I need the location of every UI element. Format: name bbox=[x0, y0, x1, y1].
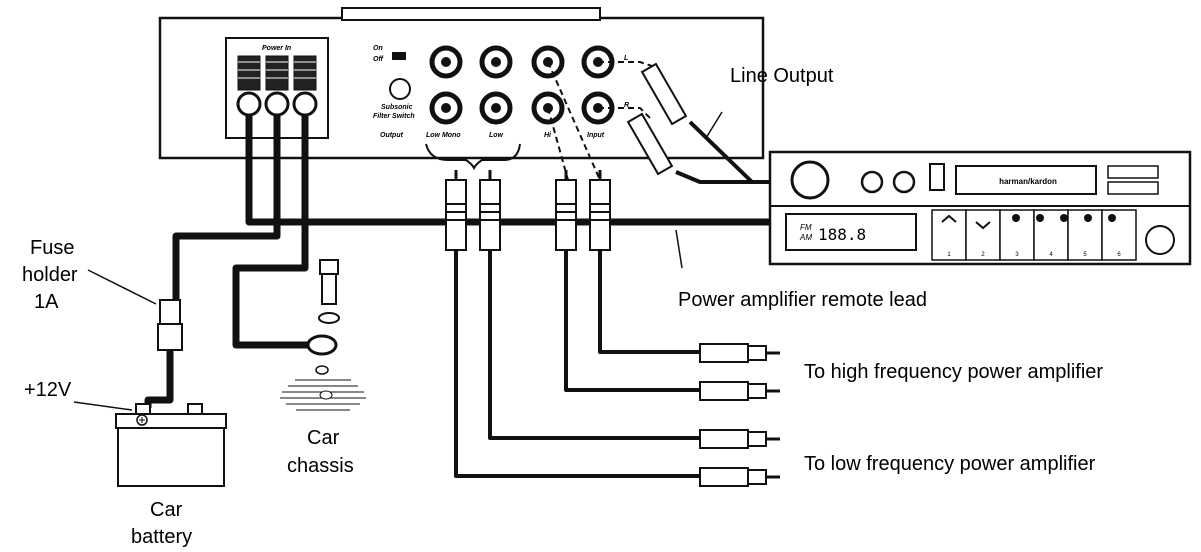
preset-6: 6 bbox=[1117, 252, 1121, 258]
battery-label-2: battery bbox=[131, 526, 192, 548]
fuse-label-1: Fuse bbox=[30, 237, 74, 259]
input-label: Input bbox=[587, 132, 605, 139]
power-in-label: Power In bbox=[262, 45, 291, 52]
chassis-label-1: Car bbox=[307, 427, 340, 449]
preset-3: 3 bbox=[1015, 252, 1019, 258]
rca-plugs bbox=[445, 170, 611, 251]
hi-label: Hi bbox=[544, 132, 552, 139]
input-r-line bbox=[598, 107, 651, 119]
line-output-label: Line Output bbox=[730, 65, 834, 87]
input-l-line bbox=[598, 61, 653, 67]
off-label: Off bbox=[373, 56, 384, 63]
frequency-display: 188.8 bbox=[818, 225, 866, 244]
preset-buttons: 1 2 3 4 5 6 bbox=[931, 209, 1175, 261]
signal-cables bbox=[454, 250, 700, 478]
car-battery bbox=[73, 401, 227, 487]
hi-signal-line-2 bbox=[547, 107, 569, 181]
output-bracket bbox=[425, 143, 521, 171]
low-label: Low bbox=[489, 132, 504, 139]
to-high-label: To high frequency power amplifier bbox=[804, 361, 1103, 383]
remote-lead-label: Power amplifier remote lead bbox=[678, 289, 927, 311]
cassette-slot bbox=[955, 165, 1097, 195]
skip-button[interactable] bbox=[1107, 181, 1159, 195]
preset-2: 2 bbox=[981, 252, 985, 258]
fuse-label-3: 1A bbox=[34, 291, 59, 313]
subsonic-label-1: Subsonic bbox=[381, 104, 413, 111]
band-fm: FM bbox=[800, 223, 812, 232]
hi-signal-line bbox=[547, 61, 601, 181]
terminal-screws bbox=[236, 55, 318, 117]
subsonic-label-2: Filter Switch bbox=[373, 113, 415, 120]
subsonic-filter-switch[interactable] bbox=[389, 78, 411, 100]
plus12v-label: +12V bbox=[24, 379, 72, 401]
preset-4: 4 bbox=[1049, 252, 1053, 258]
preset-5: 5 bbox=[1083, 252, 1087, 258]
volume-knob[interactable] bbox=[790, 160, 830, 200]
lcd-display bbox=[785, 213, 917, 251]
line-output-cables bbox=[626, 62, 770, 184]
fuse-label-2: holder bbox=[22, 264, 78, 286]
tone-knob-2[interactable] bbox=[892, 170, 916, 194]
to-low-label: To low frequency power amplifier bbox=[804, 453, 1096, 475]
band-am: AM bbox=[799, 233, 812, 242]
preset-1: 1 bbox=[947, 252, 951, 258]
brand-label: harman/kardon bbox=[999, 177, 1057, 186]
on-label: On bbox=[373, 45, 383, 52]
low-mono-label: Low Mono bbox=[426, 132, 461, 139]
car-radio: harman/kardon FM AM 188.8 1 2 3 4 5 6 bbox=[768, 150, 1192, 266]
channel-r-label: R bbox=[624, 102, 629, 109]
output-plugs bbox=[699, 343, 780, 487]
battery-label-1: Car bbox=[150, 499, 183, 521]
ff-rew-button[interactable] bbox=[1107, 165, 1159, 179]
fuse-holder bbox=[87, 269, 183, 351]
eject-button[interactable] bbox=[929, 163, 945, 191]
channel-l-label: L bbox=[624, 55, 628, 62]
chassis-label-2: chassis bbox=[287, 455, 354, 477]
output-label: Output bbox=[380, 132, 404, 139]
power-switch[interactable] bbox=[392, 52, 406, 60]
chassis-ground bbox=[280, 259, 366, 411]
tone-knob-1[interactable] bbox=[860, 170, 884, 194]
